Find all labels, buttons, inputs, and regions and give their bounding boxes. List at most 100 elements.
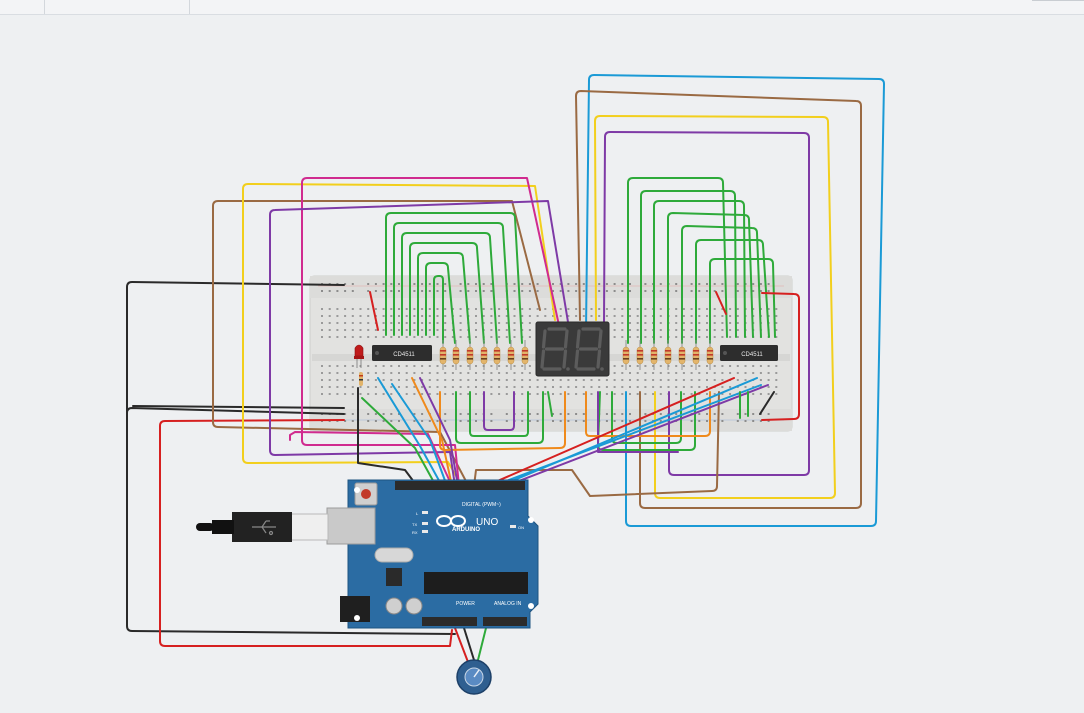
breadboard-hole [736,322,739,324]
breadboard-hole [575,308,578,310]
regulator [386,568,402,586]
breadboard-hole [575,315,578,317]
breadboard-hole [667,379,670,381]
red-led[interactable] [354,344,364,386]
display-segment [563,329,569,349]
wire-red [485,377,735,487]
breadboard-hole [682,379,685,381]
decoder-right-label: CD4511 [741,352,763,358]
analog-header[interactable] [483,617,527,626]
wire-green [385,212,523,344]
wire-green [433,275,444,344]
breadboard-hole [421,420,424,422]
breadboard-hole [729,329,732,331]
resistor-band [637,350,643,352]
breadboard-hole [351,315,354,317]
breadboard-hole [321,372,323,374]
breadboard-hole [482,308,485,310]
breadboard-hole [605,420,608,422]
digital-header[interactable] [395,481,525,490]
wire-green [361,397,437,487]
breadboard-hole [621,393,624,395]
breadboard-hole [713,283,716,285]
breadboard-hole [706,308,708,310]
breadboard-hole [475,420,477,422]
breadboard-hole [752,365,755,367]
breadboard-hole [405,322,408,324]
breadboard-hole [351,322,354,324]
breadboard-hole [382,308,385,310]
breadboard-hole [382,283,385,285]
seven-segment-display[interactable] [535,321,610,377]
decoder-chip-right[interactable]: CD4511 [720,345,778,361]
breadboard-hole [559,420,562,422]
resistor-band [693,358,699,360]
breadboard-hole [690,365,693,367]
breadboard-hole [621,379,624,381]
breadboard-hole [575,283,578,285]
breadboard-hole [382,365,385,367]
breadboard-hole [344,283,347,285]
breadboard-hole [690,283,693,285]
breadboard-hole [713,322,716,324]
breadboard-hole [613,386,616,388]
breadboard-hole [382,393,385,395]
breadboard-hole [428,372,431,374]
breadboard-hole [629,283,631,285]
breadboard-hole [567,283,570,285]
breadboard-hole [467,379,470,381]
power-header[interactable] [422,617,477,626]
breadboard-hole [444,336,447,338]
breadboard-hole [513,372,516,374]
breadboard-hole [575,413,578,415]
breadboard-hole [706,290,708,292]
breadboard-hole [444,329,447,331]
breadboard-hole [582,379,585,381]
breadboard-hole [682,329,685,331]
usb-cable[interactable] [196,512,329,542]
wires[interactable] [126,74,885,663]
breadboard-hole [398,336,400,338]
breadboard-hole [713,372,716,374]
breadboard-hole [367,393,370,395]
breadboard-hole [328,322,331,324]
breadboard-hole [690,308,693,310]
breadboard-hole [521,420,524,422]
breadboard-hole [367,336,370,338]
breadboard-hole [706,379,708,381]
breadboard-hole [744,365,747,367]
breadboard-hole [528,322,531,324]
breadboard-hole [321,365,323,367]
resistor-band [467,350,473,352]
arduino-uno-board[interactable]: ARDUINO UNO DIGITAL (PWM~) POWER ANALOG … [326,479,539,629]
breadboard-hole [621,315,624,317]
decoder-chip-left[interactable]: CD4511 [372,345,432,361]
breadboard-hole [644,372,647,374]
breadboard-hole [428,386,431,388]
resistor-array[interactable] [439,340,714,370]
breadboard-hole [436,365,439,367]
breadboard-hole [698,315,701,317]
breadboard-hole [552,283,554,285]
breadboard-hole [713,365,716,367]
resistor-band [508,354,514,356]
reset-button-cap[interactable] [361,489,371,499]
breadboard-hole [513,290,516,292]
breadboard-hole [475,372,477,374]
breadboard-hole [374,336,377,338]
breadboard-hole [444,379,447,381]
breadboard-hole [444,365,447,367]
breadboard-hole [682,372,685,374]
breadboard-hole [721,393,724,395]
breadboard-hole [321,336,323,338]
wire-green [425,262,456,344]
breadboard-hole [675,290,678,292]
breadboard-hole [713,329,716,331]
potentiometer[interactable] [456,659,492,695]
arduino-model-label: UNO [476,517,498,528]
wire-purple [419,377,459,487]
breadboard-hole [467,365,470,367]
breadboard-hole [328,386,331,388]
breadboard-hole [752,393,755,395]
